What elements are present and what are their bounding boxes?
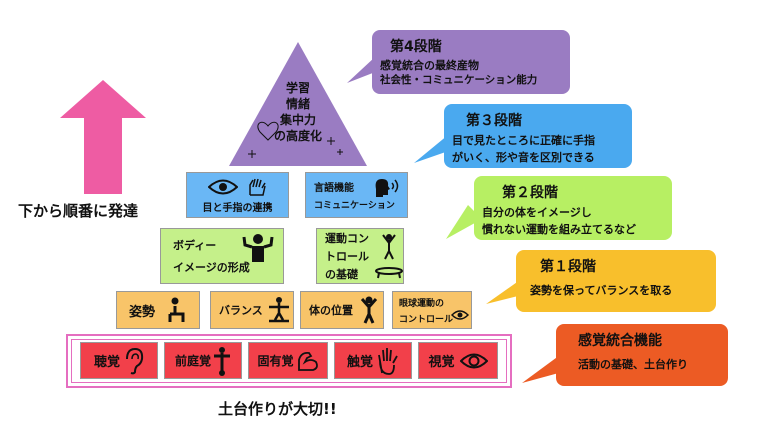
flexing-body-icon [242,234,274,262]
stage1-title: 第１段階 [540,259,596,275]
top-line-4: の高度化 [273,129,322,143]
posture-label: 姿勢 [129,304,156,320]
speaking-head-icon [375,179,399,197]
motor-control-label-2: トロール [325,250,369,263]
standing-person-icon [360,296,378,324]
language-label: 言語機能 [314,183,354,194]
stage4-line2: 社会性・コミュニケーション能力 [380,74,538,86]
hearing-box: 聴覚 [80,342,158,379]
top-line-3: 集中力 [279,113,316,127]
motor-control-box: 運動コン トロール の基礎 [316,228,404,284]
base-bubble-tail [522,355,566,383]
touch-label: 触覚 [346,355,373,370]
eye-movement-label-1: 眼球運動の [399,298,445,309]
trampoline-icon [375,234,403,279]
communication-label: コミュニケーション [314,201,395,211]
stage4-title: 第4段階 [390,39,442,55]
body-image-label-1: ボディー [173,239,217,252]
hand-eye-coordination-box: 目と手指の連携 [186,172,289,218]
sensory-integration-title: 感覚統合機能 [578,333,662,349]
eye-icon [207,179,238,194]
eye-movement-icon [451,310,469,320]
top-line-1: 学習 [285,81,310,95]
sensory-integration-bubble: 感覚統合機能 活動の基礎、土台作り [556,324,728,386]
stage3-line1: 目で見たところに正確に手指 [452,134,595,147]
proprioception-box: 固有覚 [248,342,328,379]
top-line-2: 情緒 [285,97,310,111]
pyramid-top-text: 学習 情緒 集中力 の高度化 [268,80,328,144]
vision-label: 視覚 [428,355,455,370]
balance-box: バランス [210,291,294,329]
stage3-bubble: 第３段階 目で見たところに正確に手指 がいく、形や音を区別できる [444,104,632,168]
stage2-line2: 慣れない運動を組み立てるなど [482,223,636,236]
arrow-label: 下から順番に発達 [18,202,139,220]
stage1-line1: 姿勢を保ってバランスを取る [530,284,673,297]
upward-arrow-icon [60,80,146,194]
language-box: 言語機能 コミュニケーション [305,172,408,218]
motor-control-label-1: 運動コン [325,232,369,245]
stage4-line1: 感覚統合の最終産物 [380,59,479,72]
touch-box: 触覚 [334,342,412,379]
stage2-bubble-tail [446,205,482,239]
vision-box: 視覚 [418,342,498,379]
stage4-bubble: 第4段階 感覚統合の最終産物 社会性・コミュニケーション能力 [372,30,570,94]
balancing-person-icon [214,346,230,376]
stage3-line2: がいく、形や音を区別できる [452,151,595,164]
pyramid-top-triangle [229,42,367,166]
base-senses-frame [66,334,512,388]
sensory-integration-line1: 活動の基礎、土台作り [578,358,688,371]
balance-beam-icon [268,297,289,323]
proprioception-label: 固有覚 [257,354,294,368]
sitting-person-icon [168,297,185,322]
muscle-arm-icon [297,351,318,371]
hearing-label: 聴覚 [93,355,120,370]
eye-icon [459,353,488,368]
stage2-line1: 自分の体をイメージし [482,206,592,219]
stage3-title: 第３段階 [466,113,522,129]
footer-label: 土台作りが大切!! [218,400,337,418]
body-position-box: 体の位置 [300,291,384,329]
vestibular-label: 前庭覚 [174,354,211,368]
motor-control-label-3: の基礎 [325,268,358,281]
posture-box: 姿勢 [116,291,200,329]
stage1-bubble: 第１段階 姿勢を保ってバランスを取る [516,250,716,312]
ear-icon [126,347,144,374]
hand-icon [378,347,398,375]
eye-movement-box: 眼球運動の コントロール [392,291,472,329]
body-image-box: ボディー イメージの形成 [160,228,284,284]
vestibular-box: 前庭覚 [164,342,242,379]
stage2-title: 第２段階 [502,185,558,201]
eye-movement-label-2: コントロール [399,314,454,325]
body-position-label: 体の位置 [309,304,353,317]
hand-icon [248,178,266,196]
balance-label: バランス [219,304,263,317]
stage2-bubble: 第２段階 自分の体をイメージし 慣れない運動を組み立てるなど [474,176,672,240]
hand-eye-label: 目と手指の連携 [202,202,273,214]
body-image-label-2: イメージの形成 [173,261,250,274]
